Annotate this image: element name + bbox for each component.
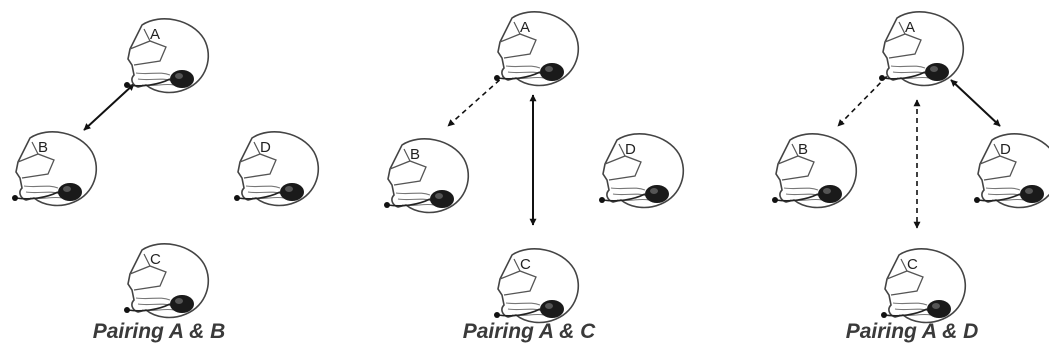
helmet-icon [123,18,210,94]
helmet-label: C [520,256,531,273]
helmet-label: C [907,256,918,273]
helmet-icon [383,138,470,214]
helmet-d: D [598,133,685,209]
helmet-icon [493,248,580,324]
helmet-label: A [150,26,160,43]
helmet-b: B [771,133,858,209]
helmet-label: C [150,251,161,268]
helmet-icon [598,133,685,209]
caption-pairing-a-c: Pairing A & C [462,320,596,343]
panel-3: A B C D [771,11,1049,324]
link-a-b-dashed [447,67,514,127]
helmet-icon [880,248,967,324]
helmet-a: A [493,11,580,87]
helmet-label: D [1000,141,1011,158]
helmet-d: D [973,133,1049,209]
helmet-label: D [260,139,271,156]
helmet-icon [233,131,320,207]
helmet-icon [878,11,965,87]
helmet-a: A [123,18,210,94]
helmet-a: A [878,11,965,87]
helmet-icon [493,11,580,87]
helmet-c: C [493,248,580,324]
helmet-icon [973,133,1049,209]
helmet-c: C [880,248,967,324]
helmet-c: C [123,243,210,319]
caption-pairing-a-d: Pairing A & D [845,320,979,343]
helmet-d: D [233,131,320,207]
helmet-label: B [38,139,48,156]
helmet-b: B [383,138,470,214]
helmet-label: B [410,146,420,163]
caption-pairing-a-b: Pairing A & B [92,320,226,343]
helmet-label: B [798,141,808,158]
helmet-icon [11,131,98,207]
helmet-icon [123,243,210,319]
helmet-label: D [625,141,636,158]
link-a-b-solid [83,83,135,131]
helmet-label: A [905,19,915,36]
panel-1: A B C D [11,18,320,319]
helmet-b: B [11,131,98,207]
helmet-icon [771,133,858,209]
helmet-label: A [520,19,530,36]
link-a-d-solid [950,79,1001,127]
panel-2: A B C D [383,11,685,324]
